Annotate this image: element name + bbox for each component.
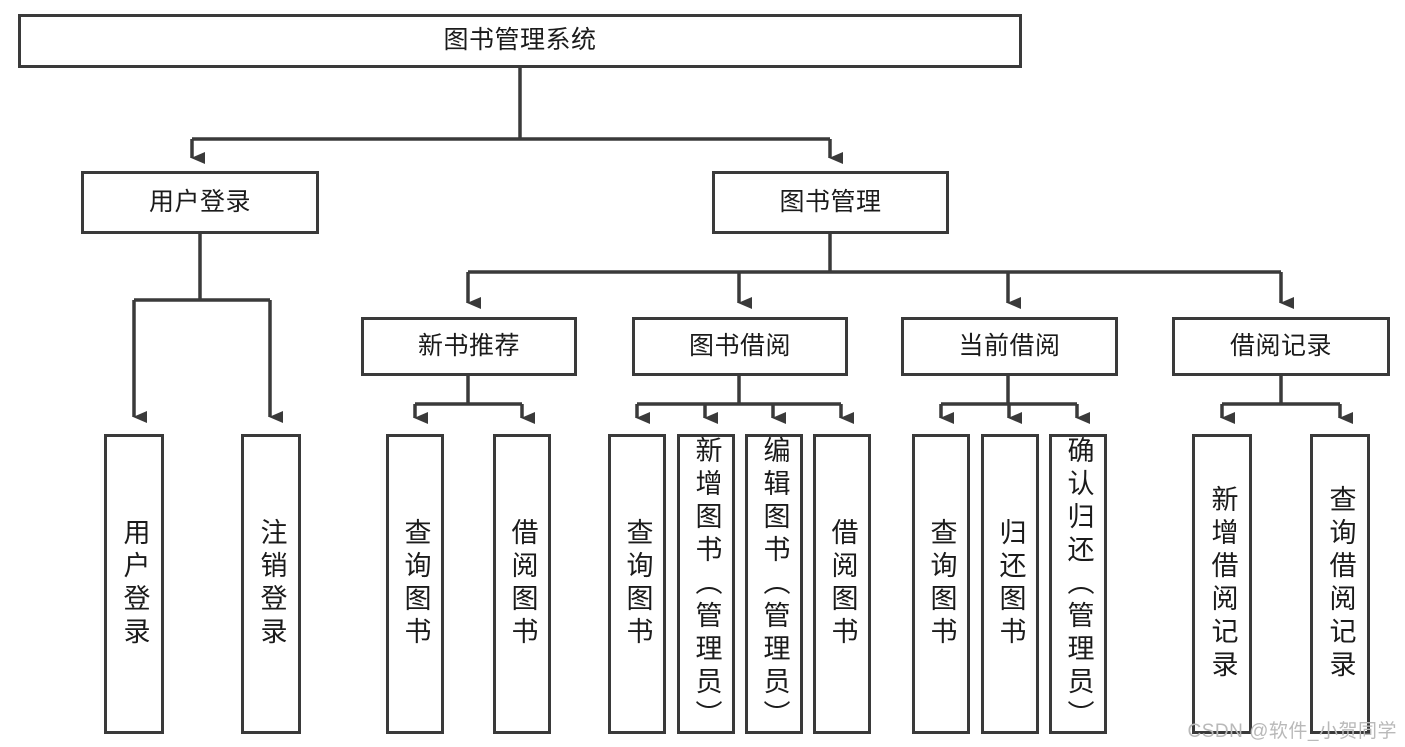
node-leaf-query-book-1[interactable]: 查询图书 [386,434,444,734]
node-leaf-return-book[interactable]: 归还图书 [981,434,1039,734]
node-new-book-recommend[interactable]: 新书推荐 [361,317,577,376]
node-label: 注销登录 [256,518,287,650]
node-book-management[interactable]: 图书管理 [712,171,949,234]
node-label: 查询借阅记录 [1325,485,1356,683]
node-leaf-borrow-book-1[interactable]: 借阅图书 [493,434,551,734]
node-label: 当前借阅 [958,331,1061,360]
node-label: 新增图书（管理员） [691,435,722,733]
node-label: 查询图书 [400,518,431,650]
node-current-borrow[interactable]: 当前借阅 [901,317,1118,376]
node-leaf-edit-book[interactable]: 编辑图书（管理员） [745,434,803,734]
node-label: 用户登录 [119,518,150,650]
node-label: 借阅图书 [827,518,858,650]
node-label: 图书管理 [779,187,882,216]
node-book-management-system[interactable]: 图书管理系统 [18,14,1022,68]
node-label: 确认归还（管理员） [1063,435,1094,733]
node-leaf-query-book-3[interactable]: 查询图书 [912,434,970,734]
node-label: 编辑图书（管理员） [759,435,790,733]
csdn-watermark: CSDN @软件_小贺同学 [1187,721,1397,742]
node-label: 图书管理系统 [443,26,597,55]
node-leaf-add-borrow-record[interactable]: 新增借阅记录 [1192,434,1252,734]
node-leaf-user-login[interactable]: 用户登录 [104,434,164,734]
node-borrow-record[interactable]: 借阅记录 [1172,317,1390,376]
node-leaf-query-book-2[interactable]: 查询图书 [608,434,666,734]
node-label: 归还图书 [995,518,1026,650]
node-label: 查询图书 [926,518,957,650]
node-label: 借阅记录 [1229,331,1332,360]
node-user-login[interactable]: 用户登录 [81,171,319,234]
node-leaf-logout-login[interactable]: 注销登录 [241,434,301,734]
node-leaf-confirm-return[interactable]: 确认归还（管理员） [1049,434,1107,734]
node-leaf-borrow-book-2[interactable]: 借阅图书 [813,434,871,734]
node-label: 图书借阅 [688,331,791,360]
node-label: 查询图书 [622,518,653,650]
node-label: 新书推荐 [417,331,520,360]
node-label: 借阅图书 [507,518,538,650]
node-book-borrow[interactable]: 图书借阅 [632,317,848,376]
node-label: 用户登录 [148,187,251,216]
node-leaf-add-book[interactable]: 新增图书（管理员） [677,434,735,734]
node-leaf-query-borrow-record[interactable]: 查询借阅记录 [1310,434,1370,734]
node-label: 新增借阅记录 [1207,485,1238,683]
